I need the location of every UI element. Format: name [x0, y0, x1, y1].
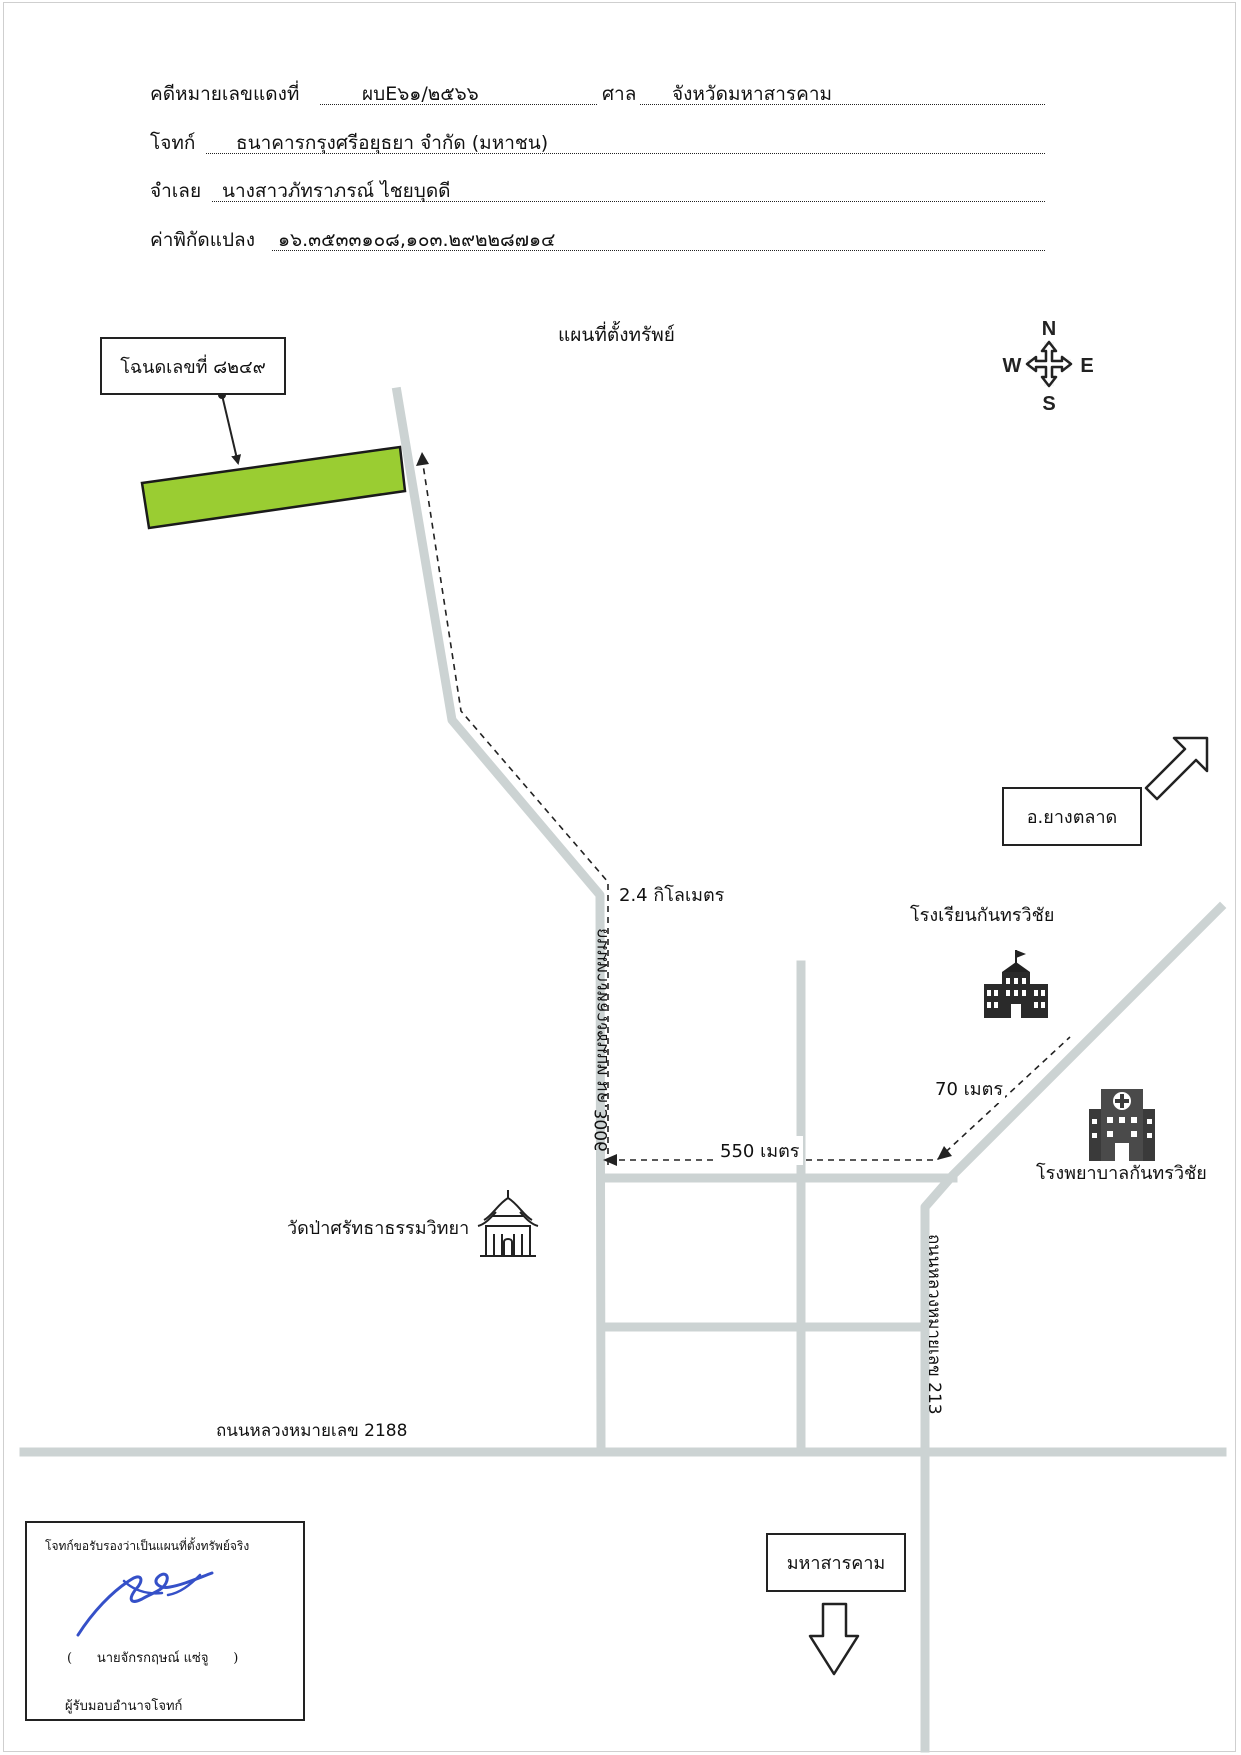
compass-e: E [1080, 355, 1093, 377]
south-arrow-icon [808, 1602, 860, 1676]
defendant-value: นางสาวภัทราภรณ์ ไชยบุดดี [222, 180, 451, 202]
coord-row: ค่าพิกัดแปลง ๑๖.๓๕๓๓๑๐๘,๑๐๓.๒๙๒๒๘๗๑๔ [150, 225, 1045, 255]
distance-550-label: 550 เมตร [716, 1136, 804, 1165]
distance-road-label: 2.4 กิโลเมตร [619, 885, 725, 906]
route-arrow-parcel [416, 452, 429, 466]
school-label: โรงเรียนกันทรวิชัย [910, 905, 1055, 926]
certification-statement: โจทก์ขอรับรองว่าเป็นแผนที่ตั้งทรัพย์จริง [45, 1539, 250, 1553]
compass-s: S [1042, 393, 1055, 415]
dotted-line [272, 250, 1045, 251]
road-3006 [391, 386, 606, 1455]
red-case-label: คดีหมายเลขแดงที่ [150, 83, 300, 105]
deed-pointer [221, 394, 242, 465]
school-icon [984, 950, 1048, 1018]
map-title: แผนที่ตั้งทรัพย์ [558, 324, 675, 346]
red-case-row: คดีหมายเลขแดงที่ ผบE๖๑/๒๕๖๖ ศาล จังหวัดม… [150, 79, 1045, 109]
dotted-line [320, 104, 1045, 105]
route-arrow-70 [937, 1146, 952, 1160]
roads [19, 386, 1227, 1753]
certification-signer: ( นายจักรกฤษณ์ แซ่จู ) [67, 1651, 239, 1666]
hospital-icon [1089, 1089, 1155, 1161]
defendant-label: จำเลย [150, 180, 202, 202]
dotted-line [206, 153, 1045, 154]
northeast-arrow-icon [1144, 736, 1209, 801]
province-label-box: มหาสารคาม [766, 1533, 906, 1592]
route-path [421, 457, 1071, 1165]
compass-w: W [1003, 355, 1022, 377]
land-parcel [140, 445, 407, 530]
route-arrow-550 [603, 1154, 617, 1166]
hospital-label: โรงพยาบาลกันทรวิชัย [1036, 1163, 1207, 1184]
distance-70-label: 70 เมตร [933, 1074, 1006, 1103]
district-label-box: อ.ยางตลาด [1002, 787, 1142, 846]
signature-mark [76, 1571, 214, 1637]
plaintiff-label: โจทก์ [150, 132, 196, 154]
court-label: ศาล [598, 79, 641, 109]
compass-icon [1025, 340, 1073, 388]
plaintiff-row: โจทก์ ธนาคารกรุงศรีอยุธยา จำกัด (มหาชน) [150, 128, 1045, 158]
road-213 [920, 901, 1227, 1753]
road-213-label: ถนนหลวงหมายเลข 213 [924, 1234, 944, 1415]
page-frame [3, 2, 1236, 1752]
certification-box: โจทก์ขอรับรองว่าเป็นแผนที่ตั้งทรัพย์จริง… [25, 1521, 305, 1721]
deed-label-box: โฉนดเลขที่ ๘๒๔๙ [100, 337, 286, 395]
plaintiff-value: ธนาคารกรุงศรีอยุธยา จำกัด (มหาชน) [236, 132, 549, 154]
court-value: จังหวัดมหาสารคาม [672, 83, 833, 105]
road-3006-label: ถนนทางหลวงชนบท มค.3006 [592, 928, 612, 1152]
road-2188-label: ถนนหลวงหมายเลข 2188 [216, 1421, 408, 1441]
coord-label: ค่าพิกัดแปลง [150, 229, 255, 251]
coord-value: ๑๖.๓๕๓๓๑๐๘,๑๐๓.๒๙๒๒๘๗๑๔ [278, 229, 556, 251]
red-case-value: ผบE๖๑/๒๕๖๖ [362, 83, 479, 105]
compass-n: N [1042, 318, 1056, 340]
temple-label: วัดป่าศรัทธาธรรมวิทยา [287, 1218, 470, 1239]
certification-role: ผู้รับมอบอำนาจโจทก์ [65, 1699, 183, 1714]
dotted-line [212, 201, 1045, 202]
temple-icon [477, 1190, 539, 1257]
defendant-row: จำเลย นางสาวภัทราภรณ์ ไชยบุดดี [150, 176, 1045, 206]
